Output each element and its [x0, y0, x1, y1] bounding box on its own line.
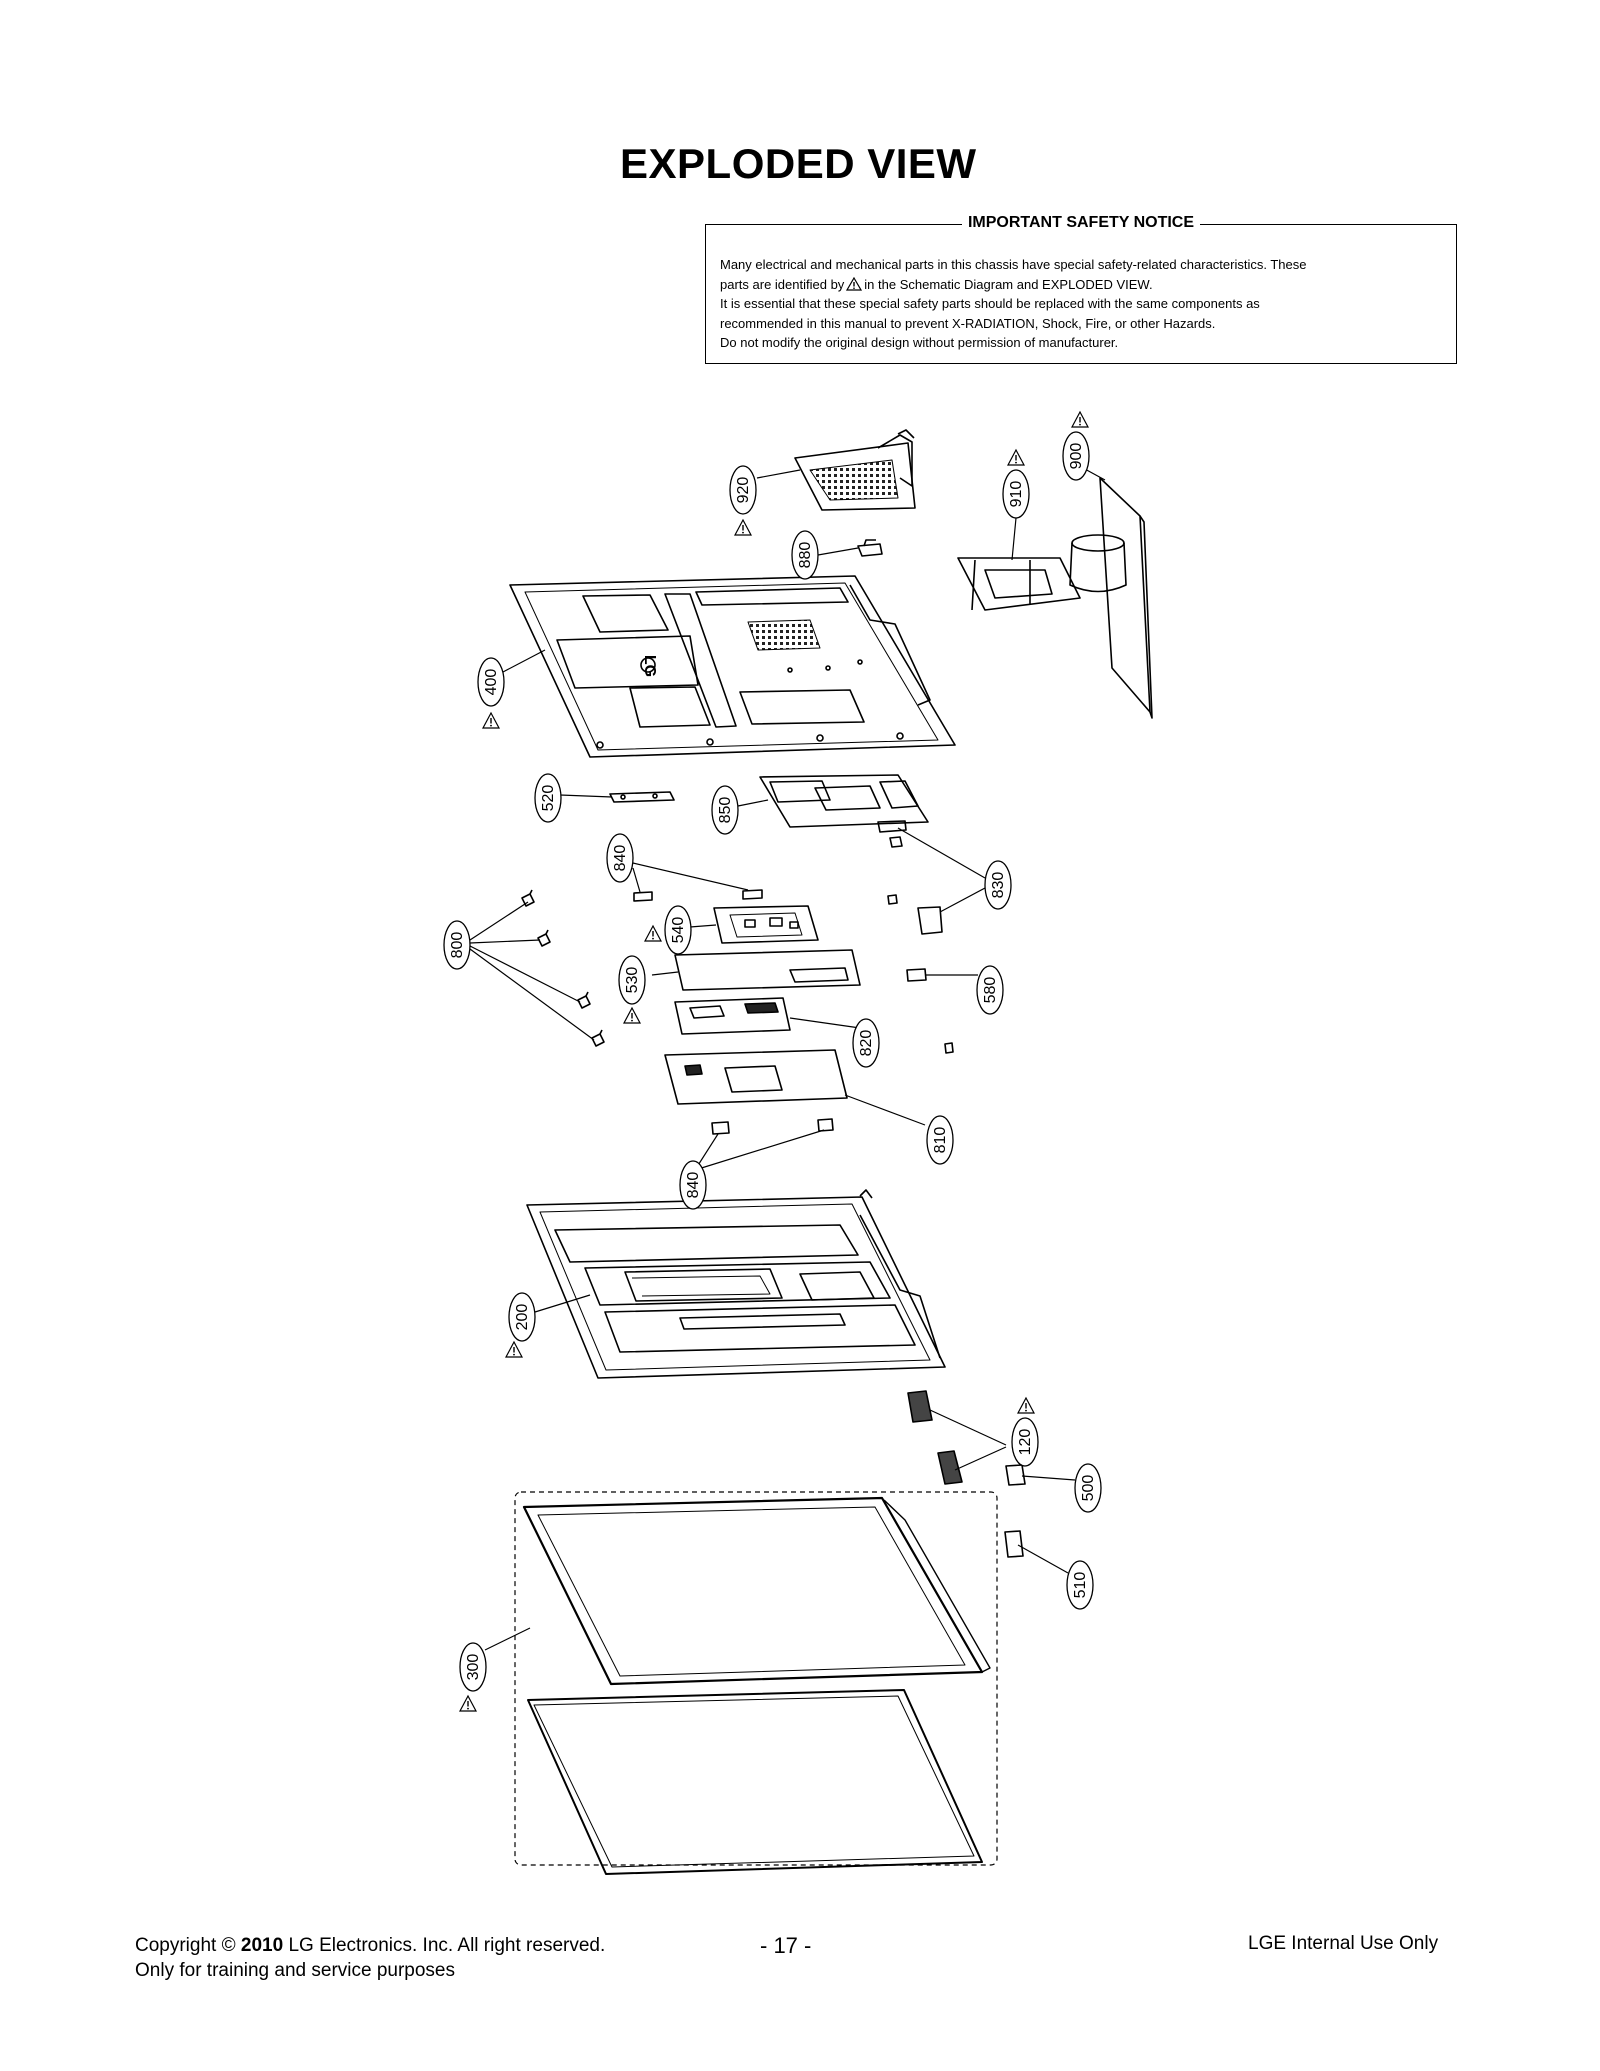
- callout-830: 830: [984, 860, 1012, 910]
- warning-triangle-icon: [1007, 449, 1025, 466]
- callout-510: 510: [1066, 1560, 1094, 1610]
- warning-triangle-icon: [734, 519, 752, 536]
- callout-850: 850: [711, 785, 739, 835]
- callout-520: 520: [534, 773, 562, 823]
- callout-840-upper: 840: [606, 833, 634, 883]
- part-880-bracket: [857, 539, 883, 557]
- warning-triangle-icon: [505, 1341, 523, 1358]
- callout-300: 300: [459, 1642, 487, 1712]
- svg-text:830: 830: [990, 872, 1007, 899]
- safety-notice-box: IMPORTANT SAFETY NOTICE Many electrical …: [705, 214, 1457, 364]
- callout-840-lower: 840: [679, 1160, 707, 1210]
- warning-triangle-icon: [644, 925, 662, 942]
- notice-line-2: parts are identified by in the Schematic …: [720, 275, 1442, 295]
- warning-triangle-icon: [1017, 1397, 1035, 1414]
- svg-text:540: 540: [670, 917, 687, 944]
- callout-400: 400: [477, 657, 505, 729]
- callout-810: 810: [926, 1115, 954, 1165]
- part-520-bracket: [609, 791, 675, 803]
- svg-text:300: 300: [465, 1654, 482, 1681]
- copyright-year: 2010: [240, 1935, 284, 1956]
- warning-triangle-icon: [1071, 411, 1089, 428]
- part-830-bracket: [887, 836, 943, 935]
- callout-900: 900: [1062, 411, 1090, 481]
- part-120-speakers: [907, 1390, 963, 1485]
- callout-120: 120: [1011, 1397, 1039, 1467]
- part-910-stand-body: [957, 534, 1127, 611]
- callout-820: 820: [852, 1018, 880, 1068]
- part-900-stand-base: [1099, 477, 1153, 719]
- svg-text:880: 880: [797, 542, 814, 569]
- copyright-rest: LG Electronics. Inc. All right reserved.: [288, 1935, 606, 1956]
- callout-880: 880: [791, 530, 819, 580]
- part-840-clips-upper: [633, 889, 763, 902]
- svg-text:800: 800: [449, 932, 466, 959]
- part-840-clips-lower: [711, 1118, 834, 1135]
- part-510-part: [1004, 1530, 1024, 1558]
- copyright-line: Copyright © 2010 LG Electronics. Inc. Al…: [135, 1933, 605, 1958]
- svg-text:840: 840: [685, 1172, 702, 1199]
- notice-line-5: Do not modify the original design withou…: [720, 335, 1119, 351]
- part-820-shield: [674, 997, 791, 1035]
- svg-text:920: 920: [735, 477, 752, 504]
- svg-text:530: 530: [624, 967, 641, 994]
- svg-text:510: 510: [1072, 1572, 1089, 1599]
- callout-800: 800: [443, 920, 471, 970]
- copyright-prefix: Copyright ©: [135, 1935, 236, 1956]
- internal-use-label: LGE Internal Use Only: [1248, 1933, 1439, 1954]
- warning-triangle-icon: [623, 1007, 641, 1024]
- part-920-cover: [794, 429, 916, 511]
- training-line: Only for training and service purposes: [135, 1960, 455, 1981]
- part-810-shield: [664, 1042, 954, 1105]
- part-500-small-board: [1005, 1464, 1026, 1486]
- part-580-part: [906, 968, 927, 982]
- callout-580: 580: [976, 965, 1004, 1015]
- warning-triangle-icon: [846, 276, 863, 291]
- callout-540: 540: [644, 905, 692, 955]
- part-530-board: [674, 949, 861, 991]
- callout-500: 500: [1074, 1463, 1102, 1513]
- svg-text:900: 900: [1068, 443, 1085, 470]
- part-400-back-cover: [509, 575, 956, 758]
- notice-line-2a: parts are identified by: [720, 276, 845, 292]
- svg-text:200: 200: [514, 1304, 531, 1331]
- svg-text:850: 850: [717, 797, 734, 824]
- lg-logo: LG: [641, 655, 658, 677]
- safety-notice-heading: IMPORTANT SAFETY NOTICE: [961, 214, 1201, 231]
- notice-line-3: It is essential that these special safet…: [720, 296, 1260, 312]
- part-200-chassis-frame: [526, 1189, 946, 1379]
- callout-leader-lines: [469, 467, 1106, 1651]
- svg-text:810: 810: [932, 1127, 949, 1154]
- notice-line-2b: in the Schematic Diagram and EXPLODED VI…: [864, 276, 1153, 292]
- part-300-panel-assembly: [514, 1491, 998, 1875]
- warning-triangle-icon: [482, 712, 500, 729]
- notice-line-1: Many electrical and mechanical parts in …: [720, 257, 1307, 272]
- footer-copyright: Copyright © 2010 LG Electronics. Inc. Al…: [135, 1933, 605, 1983]
- page-number: - 17 -: [760, 1933, 812, 1958]
- part-850-plate: [759, 774, 929, 833]
- svg-text:500: 500: [1080, 1475, 1097, 1502]
- svg-text:820: 820: [858, 1030, 875, 1057]
- svg-text:840: 840: [612, 845, 629, 872]
- svg-text:120: 120: [1017, 1429, 1034, 1456]
- notice-line-4: recommended in this manual to prevent X-…: [720, 315, 1216, 331]
- callout-530: 530: [618, 955, 646, 1024]
- part-800-screws: [521, 889, 605, 1047]
- svg-text:520: 520: [540, 785, 557, 812]
- callout-920: 920: [729, 465, 757, 536]
- callout-910: 910: [1002, 449, 1030, 519]
- callout-200: 200: [505, 1292, 536, 1358]
- warning-triangle-icon: [459, 1695, 477, 1712]
- svg-text:400: 400: [483, 669, 500, 696]
- svg-text:580: 580: [982, 977, 999, 1004]
- page-title: EXPLODED VIEW: [620, 140, 977, 187]
- safety-notice-body: Many electrical and mechanical parts in …: [720, 255, 1442, 353]
- part-540-main-board: [713, 905, 819, 944]
- svg-text:910: 910: [1008, 481, 1025, 508]
